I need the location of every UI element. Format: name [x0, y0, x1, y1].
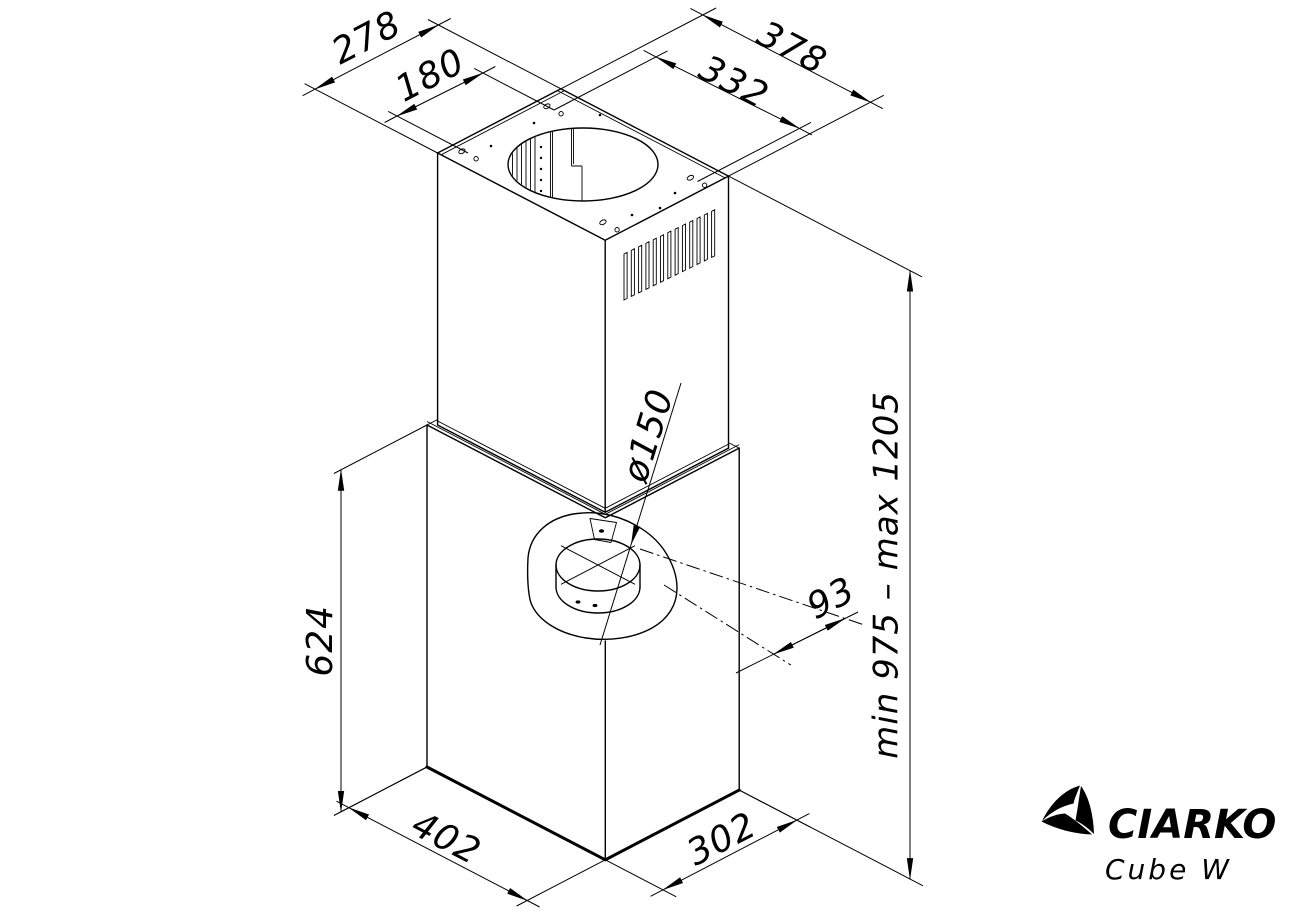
dim-height-range: min 975 – max 1205 — [728, 175, 924, 887]
upper-duct-box — [436, 88, 730, 513]
duct-centerlines — [639, 548, 863, 666]
recess-outline — [526, 511, 678, 641]
vent-slots — [623, 209, 716, 301]
top-face-holes — [489, 113, 677, 217]
duct-recess — [526, 511, 863, 666]
mounting-slots — [458, 103, 708, 233]
brand-logo-icon — [1041, 785, 1094, 835]
model-name: Cube W — [1105, 853, 1232, 886]
leader-arrowhead — [631, 524, 641, 545]
chimney-inner-wall — [589, 518, 617, 543]
dim-624-label: 624 — [300, 605, 341, 677]
duct-collar — [555, 538, 641, 614]
height-range-label: min 975 – max 1205 — [867, 391, 907, 759]
brand-name: CIARKO — [1108, 802, 1276, 848]
top-outlet-hole — [507, 127, 659, 202]
brand-block: CIARKO Cube W — [1041, 785, 1276, 886]
